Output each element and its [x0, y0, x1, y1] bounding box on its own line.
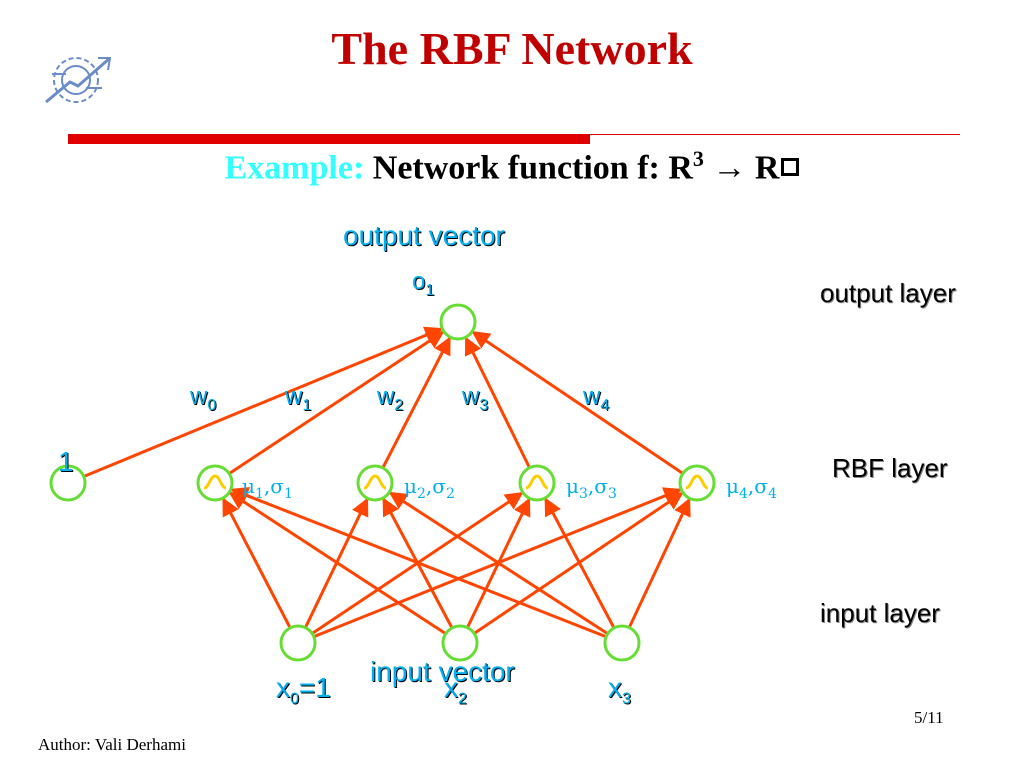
rbf-param-1: μ1,σ1: [242, 474, 293, 502]
output-vector-label: output vector: [343, 220, 505, 251]
edge-input1-rbf1: [228, 491, 447, 635]
weight-label-2: w2: [377, 383, 404, 414]
subtitle-text: Network function f: R: [372, 149, 693, 187]
weight-label-0: w0: [190, 383, 217, 414]
output-node-name: o: [412, 268, 426, 295]
edge-rbf1-output: [228, 330, 445, 475]
rbf-param-2: μ2,σ2: [404, 474, 455, 502]
output-node: [439, 303, 477, 341]
slide-title: The RBF Network: [331, 23, 693, 74]
input-node-0: [279, 624, 317, 662]
gaussian-icon: [685, 474, 709, 490]
title-rule-thick: [68, 134, 590, 144]
university-logo: [45, 56, 112, 104]
edge-input2-rbf2: [388, 491, 609, 636]
title-rule-thin: [590, 134, 960, 135]
edges: [83, 326, 691, 639]
output-layer-label: output layer: [820, 278, 956, 308]
input-label-0: x0=1: [276, 672, 331, 708]
edge-rbf2-output: [381, 336, 452, 469]
weight-label-1: w1: [285, 383, 312, 414]
edge-rbf3-output: [464, 336, 531, 469]
rbf-param-4: μ4,σ4: [726, 474, 777, 502]
input-node-1: [441, 624, 479, 662]
rbf-layer-label: RBF layer: [832, 453, 948, 483]
edge-input2-rbf1: [230, 487, 607, 639]
gaussian-icon: [525, 474, 549, 490]
input-vector-label: input vector: [370, 656, 515, 687]
subtitle-example: Example:: [224, 149, 365, 187]
edge-rbf4-output: [471, 330, 684, 475]
edge-input2-rbf3: [544, 497, 616, 629]
rbf-node-1: [196, 464, 234, 502]
bias-label: 1: [58, 446, 74, 477]
edge-bias-output: [83, 326, 444, 478]
edge-input2-rbf4: [627, 497, 691, 629]
page-number: 5/11: [914, 708, 944, 727]
subtitle-sup: 3: [692, 146, 704, 171]
rbf-node-2: [356, 464, 394, 502]
edge-input0-rbf1: [221, 497, 292, 629]
input-layer-label: input layer: [820, 598, 940, 628]
input-label-3: x3: [608, 672, 631, 708]
box-icon: [781, 158, 800, 177]
bias-node: [49, 464, 87, 502]
input-node-2: [603, 624, 641, 662]
nodes: [49, 303, 716, 662]
rbf-node-4: [678, 464, 716, 502]
weight-label-4: w4: [583, 383, 610, 414]
slide-subtitle: Example: Network function f: R3 → R: [0, 146, 1024, 187]
subtitle-arrow: →: [712, 149, 747, 187]
input-label-2: x2: [444, 672, 467, 708]
subtitle-r: R: [754, 149, 780, 187]
rbf-node-3: [518, 464, 556, 502]
gaussian-icon: [203, 474, 227, 490]
output-node-label: o1: [412, 268, 434, 300]
output-node-sub: 1: [425, 281, 435, 299]
rbf-param-3: μ3,σ3: [566, 474, 617, 502]
footer-author: Author: Vali Derhami: [38, 735, 186, 754]
gaussian-icon: [363, 474, 387, 490]
weight-label-3: w3: [462, 383, 489, 414]
